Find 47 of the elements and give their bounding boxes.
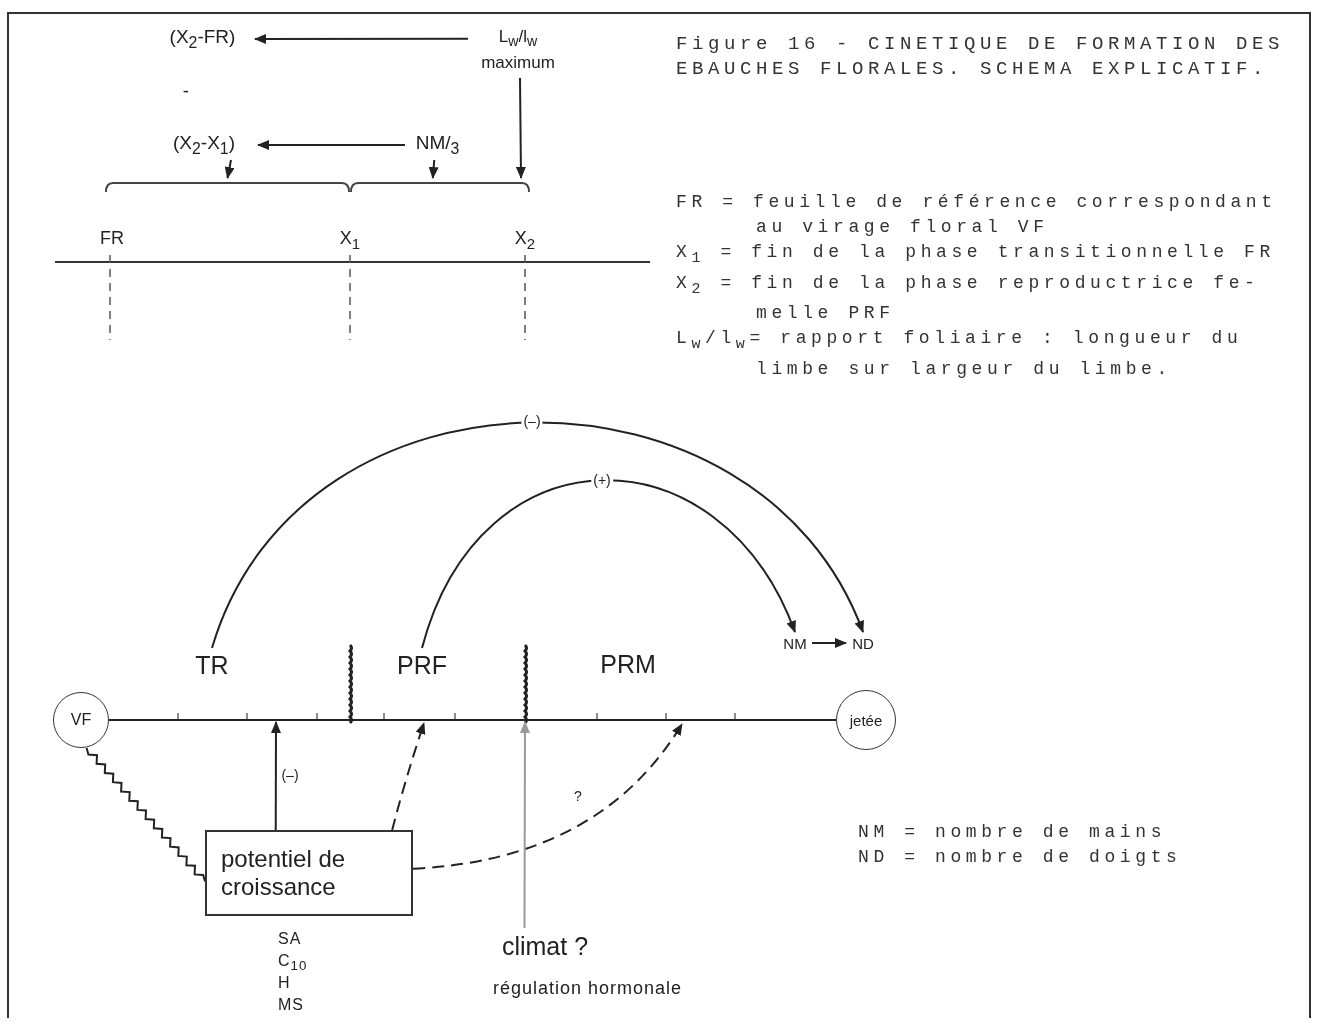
connector-line (108, 719, 837, 721)
edge-label: (–) (279, 767, 301, 783)
operator-sign: - (182, 80, 190, 102)
arrow (519, 721, 530, 929)
arrow (224, 159, 235, 179)
definition-text: X$_{1}$ = fin de la phase transitionnelle FR (676, 241, 1276, 269)
axis-label: X$_{1}$ (339, 228, 361, 252)
arrow (270, 721, 281, 831)
term-label: (X$_{2}$-FR) (150, 24, 255, 54)
arrow (391, 722, 426, 831)
definition-text: L$_{w}$/l$_{w}$= rapport foliaire : longueur du limbe sur largeur du limbe. (676, 327, 1244, 381)
arrow (515, 77, 526, 179)
arrow (421, 479, 796, 649)
term-label: TR (190, 648, 234, 682)
term-label: climat ? (488, 928, 602, 964)
connector-line (85, 747, 206, 883)
arrow (257, 140, 406, 150)
axis-label: X$_{2}$ (514, 228, 536, 252)
arrow (428, 159, 439, 179)
term-label: L$_{w}$/l$_{w}$ maximum (468, 22, 568, 78)
axis-label: FR (100, 228, 124, 249)
edge-label: (+) (591, 472, 613, 488)
term-label: (X$_{2}$-X$_{1}$) (150, 130, 258, 160)
figure-title: Figure 16 - CINETIQUE DE FORMATION DES EBAUCHES FLORALES. SCHEMA EXPLICATIF. (676, 32, 1286, 82)
annotation-text: C$_{10}$ (278, 952, 308, 974)
term-label: NM (778, 632, 812, 654)
term-label: ND (846, 632, 880, 654)
arrow (211, 421, 864, 649)
arrow (254, 34, 469, 44)
definition-text: NM = nombre de mains (858, 821, 1168, 844)
annotation-text: régulation hormonale (493, 978, 683, 999)
definition-text: ND = nombre de doigts (858, 846, 1183, 869)
annotation-text: MS (278, 996, 304, 1014)
definition-text: X$_{2}$ = fin de la phase reproductrice fe- melle PRF (676, 271, 1261, 326)
annotation-text: SA (278, 930, 302, 948)
annotation-text: H (278, 974, 291, 992)
phase-label: PRM (600, 650, 656, 679)
definition-text: FR = feuille de référence correspondant au virage floral VF (676, 191, 1278, 239)
arrow (811, 638, 847, 648)
edge-label: ? (572, 788, 584, 804)
term-label: NM/$_{3}$ (405, 130, 470, 160)
state-circle: VF (53, 692, 109, 748)
process-box: potentiel de croissance (205, 830, 413, 916)
arrow (412, 723, 683, 870)
edge-label: (–) (521, 413, 543, 429)
term-label: PRF (392, 648, 452, 682)
state-circle: jetée (836, 690, 896, 750)
